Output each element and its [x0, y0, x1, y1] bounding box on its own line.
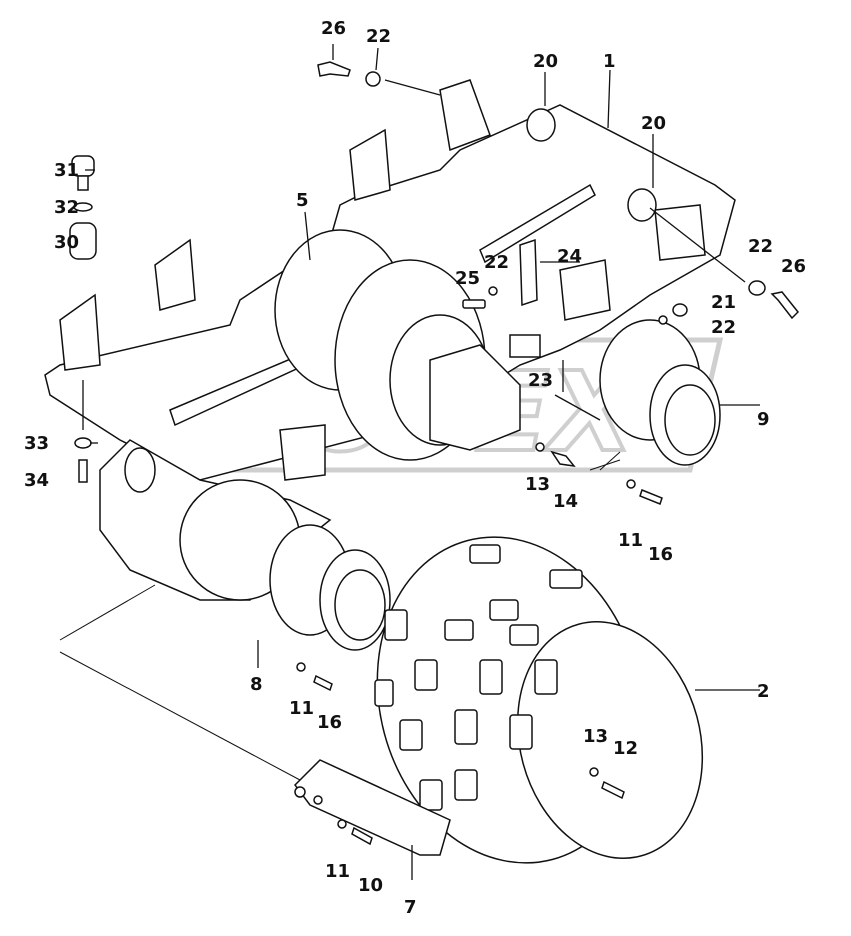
callout-26-right: 26 — [781, 256, 806, 277]
callout-8: 8 — [250, 674, 263, 695]
hardware — [69, 61, 800, 846]
drive-unit-8 — [269, 524, 391, 651]
callout-16-mid: 16 — [317, 712, 342, 733]
callout-11-right: 11 — [618, 530, 643, 551]
callout-10: 10 — [358, 875, 383, 896]
callout-13-upper: 13 — [525, 474, 550, 495]
callout-11-mid: 11 — [289, 698, 314, 719]
callout-34: 34 — [24, 470, 49, 491]
callout-2: 2 — [757, 681, 770, 702]
drive-unit-9 — [599, 319, 721, 466]
callout-5: 5 — [296, 190, 309, 211]
scraper-bar — [294, 759, 451, 856]
callout-24: 24 — [557, 246, 582, 267]
callout-22-low: 22 — [711, 317, 736, 338]
callout-21: 21 — [711, 292, 736, 313]
leader-lines — [59, 44, 760, 880]
callout-16-right: 16 — [648, 544, 673, 565]
callout-1: 1 — [603, 51, 616, 72]
drive-drum — [274, 229, 521, 461]
callout-11-low: 11 — [325, 861, 350, 882]
callout-22-right: 22 — [748, 236, 773, 257]
callout-12: 12 — [613, 738, 638, 759]
callout-32: 32 — [54, 197, 79, 218]
callout-22-mid: 22 — [484, 252, 509, 273]
callout-20-top: 20 — [533, 51, 558, 72]
callout-9: 9 — [757, 409, 770, 430]
callout-20-right: 20 — [641, 113, 666, 134]
callouts: 26 22 20 1 20 31 32 30 5 24 22 25 22 26 … — [24, 18, 806, 918]
callout-14: 14 — [553, 491, 578, 512]
callout-26-top: 26 — [321, 18, 346, 39]
callout-22-top: 22 — [366, 26, 391, 47]
callout-25: 25 — [455, 268, 480, 289]
callout-7: 7 — [404, 897, 417, 918]
callout-23: 23 — [528, 370, 553, 391]
callout-13-lower: 13 — [583, 726, 608, 747]
drum-shell — [374, 536, 704, 864]
callout-31: 31 — [54, 160, 79, 181]
callout-33: 33 — [24, 433, 49, 454]
callout-30: 30 — [54, 232, 79, 253]
